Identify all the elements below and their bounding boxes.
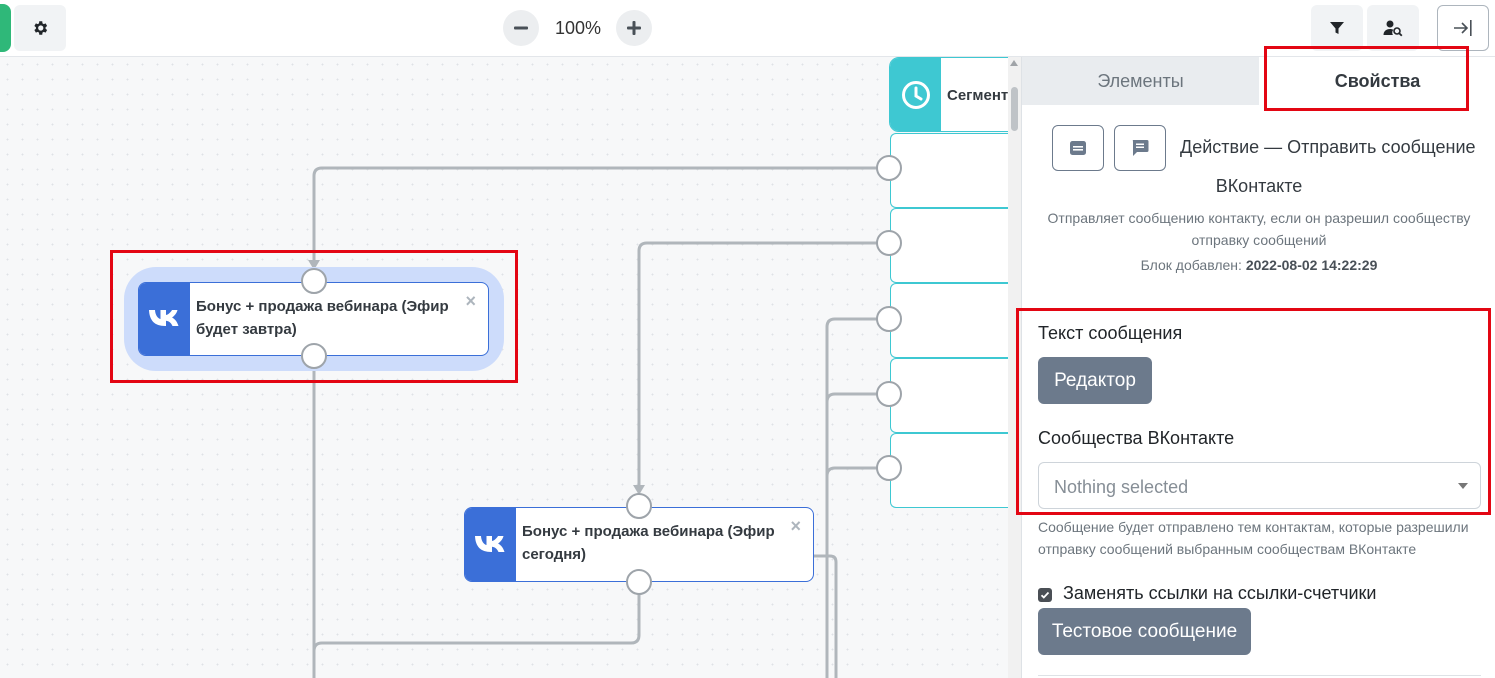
gear-icon bbox=[34, 21, 48, 35]
node-output-port[interactable] bbox=[626, 569, 652, 595]
segment-output-port[interactable] bbox=[876, 230, 902, 256]
filter-button[interactable] bbox=[1311, 5, 1363, 51]
filter-icon bbox=[1330, 22, 1344, 34]
segment-output-port[interactable] bbox=[876, 306, 902, 332]
message-icon bbox=[1070, 141, 1086, 155]
scroll-thumb[interactable] bbox=[1011, 87, 1018, 131]
plus-icon bbox=[627, 21, 641, 35]
message-text-label: Текст сообщения bbox=[1038, 323, 1183, 343]
action-description: Отправляет сообщению контакту, если он р… bbox=[1047, 210, 1471, 248]
contact-search-button[interactable] bbox=[1367, 5, 1419, 51]
canvas-scrollbar[interactable] bbox=[1008, 57, 1021, 678]
chat-bubble-icon bbox=[1132, 140, 1149, 156]
flow-canvas[interactable]: Сегмента Бонус + продажа вебинара (Эфир … bbox=[0, 57, 1021, 678]
segment-output-port[interactable] bbox=[876, 155, 902, 181]
segment-node[interactable]: Сегмента bbox=[889, 57, 1021, 132]
collapse-panel-button[interactable] bbox=[1437, 5, 1489, 51]
action-title-continued: ВКонтакте bbox=[1215, 176, 1303, 196]
tab-elements[interactable]: Элементы bbox=[1022, 57, 1259, 105]
vk-communities-label: Сообщества ВКонтакте bbox=[1038, 428, 1235, 448]
replace-links-checkbox[interactable] bbox=[1038, 588, 1052, 602]
panel-tabs: Элементы Свойства bbox=[1022, 57, 1495, 105]
node-title: Бонус + продажа вебинара (Эфир сегодня) bbox=[522, 523, 775, 563]
node-close-button[interactable]: × bbox=[790, 516, 801, 536]
zoom-level: 100% bbox=[554, 18, 602, 38]
node-input-port[interactable] bbox=[301, 268, 327, 294]
chat-type-button[interactable] bbox=[1114, 125, 1166, 171]
segment-node-icon-side bbox=[890, 58, 941, 131]
zoom-in-button[interactable] bbox=[616, 10, 652, 46]
vk-message-node-tomorrow[interactable]: Бонус + продажа вебинара (Эфир будет зав… bbox=[138, 282, 489, 356]
minus-icon bbox=[514, 26, 528, 30]
vk-logo-icon bbox=[474, 535, 504, 552]
editor-button[interactable]: Редактор bbox=[1038, 357, 1152, 404]
vk-node-icon-side bbox=[465, 508, 516, 581]
select-placeholder: Nothing selected bbox=[1054, 477, 1189, 497]
vk-communities-select[interactable]: Nothing selected bbox=[1038, 462, 1481, 509]
green-side-tab[interactable] bbox=[0, 4, 11, 52]
divider bbox=[1038, 675, 1481, 676]
replace-links-label[interactable]: Заменять ссылки на ссылки-счетчики bbox=[1063, 583, 1377, 603]
vk-node-icon-side bbox=[139, 283, 190, 355]
segment-output-row[interactable] bbox=[890, 283, 1021, 358]
properties-panel: Элементы Свойства Действие — Отправить с… bbox=[1021, 57, 1495, 678]
segment-output-port[interactable] bbox=[876, 381, 902, 407]
scroll-up-arrow-icon[interactable] bbox=[1010, 60, 1018, 66]
segment-output-row[interactable] bbox=[890, 133, 1021, 208]
vk-logo-icon bbox=[148, 310, 178, 326]
top-toolbar: 100% bbox=[0, 0, 1495, 57]
node-input-port[interactable] bbox=[626, 493, 652, 519]
connection-lines bbox=[308, 166, 889, 678]
node-output-port[interactable] bbox=[301, 343, 327, 369]
checkmark-icon bbox=[1040, 591, 1050, 599]
caret-down-icon bbox=[1458, 483, 1468, 489]
segment-output-row[interactable] bbox=[890, 358, 1021, 433]
block-added-label: Блок добавлен: bbox=[1140, 257, 1242, 273]
clock-icon bbox=[901, 80, 930, 109]
message-type-button[interactable] bbox=[1052, 125, 1104, 171]
vk-communities-hint: Сообщение будет отправлено тем контактам… bbox=[1038, 519, 1469, 557]
test-message-button[interactable]: Тестовое сообщение bbox=[1038, 608, 1251, 655]
contact-search-icon bbox=[1383, 20, 1403, 37]
settings-button[interactable] bbox=[14, 5, 66, 51]
node-close-button[interactable]: × bbox=[465, 291, 476, 311]
segment-output-row[interactable] bbox=[890, 208, 1021, 283]
block-added-info: Блок добавлен: 2022-08-02 14:22:29 bbox=[1022, 257, 1495, 273]
tab-properties[interactable]: Свойства bbox=[1259, 57, 1495, 105]
node-title: Бонус + продажа вебинара (Эфир будет зав… bbox=[196, 298, 449, 338]
segment-output-port[interactable] bbox=[876, 455, 902, 481]
action-title: Действие — Отправить сообщение bbox=[1180, 137, 1476, 157]
block-added-timestamp: 2022-08-02 14:22:29 bbox=[1245, 257, 1378, 273]
segment-node-title: Сегмента bbox=[947, 87, 1017, 104]
segment-output-row[interactable] bbox=[890, 433, 1021, 508]
collapse-panel-icon bbox=[1454, 20, 1472, 36]
zoom-out-button[interactable] bbox=[503, 10, 539, 46]
